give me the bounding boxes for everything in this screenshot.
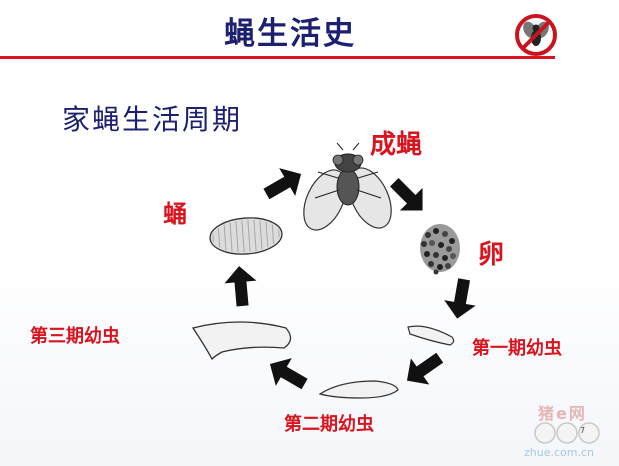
- cycle-arrow-icon: [261, 350, 313, 398]
- watermark-name: 猪e网: [538, 404, 587, 423]
- stage-label-adult: 成蝇: [370, 130, 423, 160]
- stage-label-pupa: 蛹: [163, 199, 187, 228]
- pupa-image: [209, 217, 283, 255]
- stage-label-larva-3: 第三期幼虫: [30, 326, 120, 347]
- title-divider: [0, 56, 555, 59]
- stage-label-egg: 卵: [478, 240, 505, 270]
- watermark-logo-icon: [534, 422, 600, 444]
- egg-cluster-image: [420, 224, 460, 275]
- no-fly-icon: [515, 14, 557, 56]
- cycle-arrow-icon: [223, 264, 259, 308]
- stage-label-larva-1: 第一期幼虫: [472, 338, 562, 359]
- adult-fly-image: [303, 142, 392, 231]
- cycle-arrow-icon: [258, 160, 310, 208]
- first-instar-larva-image: [407, 325, 455, 346]
- page-number: 7: [580, 426, 586, 435]
- slide-title: 蝇生活史: [224, 16, 356, 52]
- stage-label-larva-2: 第二期幼虫: [284, 414, 374, 435]
- watermark-url: zhue.com.cn: [524, 446, 594, 459]
- second-instar-larva-image: [318, 380, 399, 399]
- site-watermark: 猪e网 zhue.com.cn: [520, 398, 614, 464]
- cycle-arrow-icon: [441, 276, 480, 322]
- cycle-arrow-icon: [397, 344, 449, 394]
- slide-subtitle: 家蝇生活周期: [62, 103, 243, 136]
- third-instar-larva-image: [191, 321, 292, 361]
